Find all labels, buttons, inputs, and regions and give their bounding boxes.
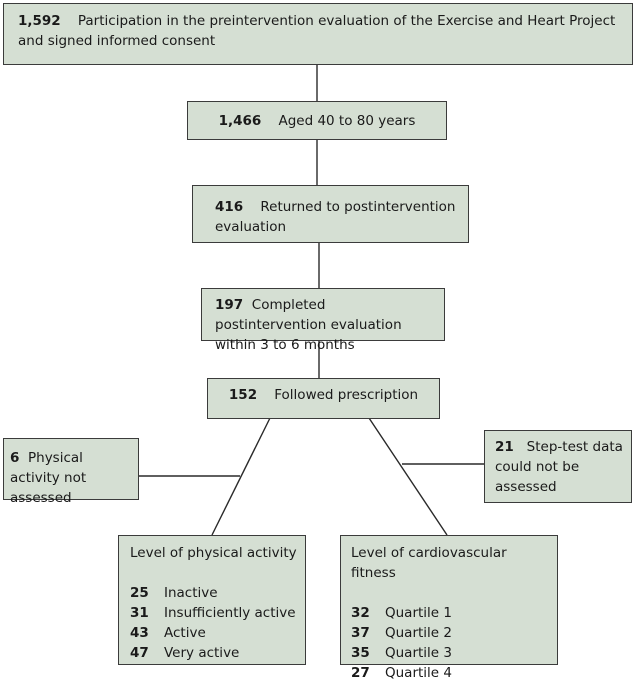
label: Aged 40 to 80 years: [278, 113, 416, 129]
activity-title: Level of physical activity: [130, 545, 297, 561]
label: Physical activity not assessed: [10, 450, 87, 506]
count: 152: [228, 387, 258, 403]
label: Step-test data could not be assessed: [495, 439, 623, 495]
label: Participation in the preintervention eva…: [18, 13, 616, 49]
count: 1,592: [18, 13, 61, 29]
count: 416: [215, 199, 244, 215]
count: 6: [10, 450, 20, 466]
connector-lines: [138, 64, 484, 536]
count: 21: [495, 439, 514, 455]
label: Returned to postintervention evaluation: [215, 199, 456, 235]
count: 197: [215, 297, 244, 313]
connector-b5-fitness: [368, 417, 448, 536]
box-excluded-activity: 6 Physical activity not assessed: [3, 438, 139, 506]
connector-b5-activity: [211, 417, 271, 536]
box-completed: 197 Completed postintervention evaluatio…: [201, 288, 445, 353]
label: Completed postintervention evaluation wi…: [215, 297, 402, 353]
count: 1,466: [218, 113, 262, 129]
box-followed: 152 Followed prescription: [207, 378, 440, 419]
box-returned: 416 Returned to postintervention evaluat…: [192, 185, 469, 243]
box-participation: 1,592 Participation in the preinterventi…: [3, 3, 633, 65]
fitness-title: Level of cardiovascular fitness: [351, 545, 507, 581]
box-excluded-steptest: 21 Step-test data could not be assessed: [484, 430, 632, 503]
box-aged: 1,466 Aged 40 to 80 years: [187, 101, 447, 140]
label: Followed prescription: [274, 387, 419, 403]
